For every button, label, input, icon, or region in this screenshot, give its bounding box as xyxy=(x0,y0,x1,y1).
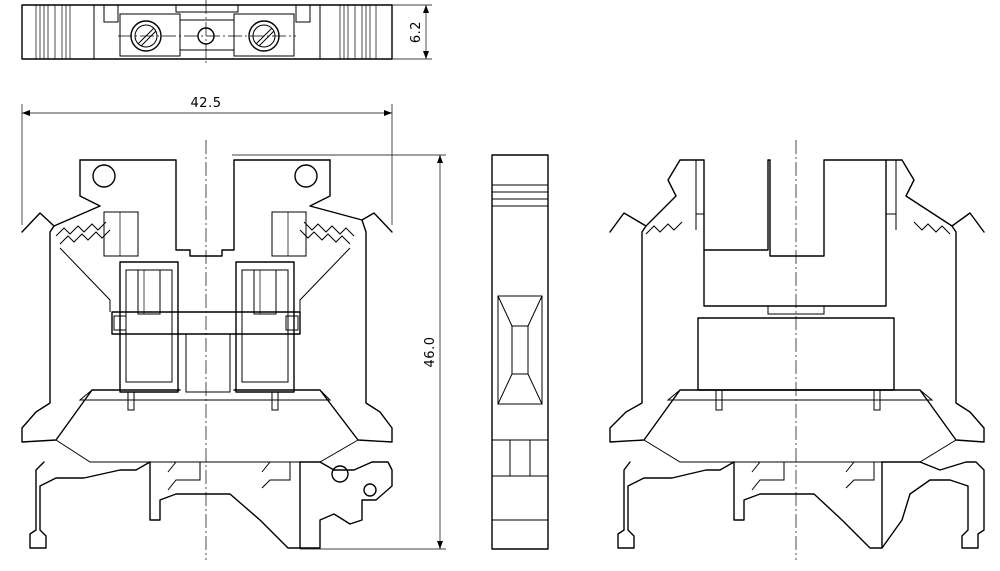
dimension-height-label: 46.0 xyxy=(423,337,438,368)
rear-view xyxy=(609,140,985,560)
front-view xyxy=(21,140,393,560)
dimension-width-label: 42.5 xyxy=(191,96,222,111)
dimension-thickness: 6.2 xyxy=(392,4,432,60)
dimension-height: 46.0 xyxy=(232,154,446,550)
dimension-thickness-label: 6.2 xyxy=(409,21,424,43)
top-view xyxy=(21,0,393,66)
dimension-width: 42.5 xyxy=(21,96,393,225)
side-view xyxy=(491,154,549,550)
